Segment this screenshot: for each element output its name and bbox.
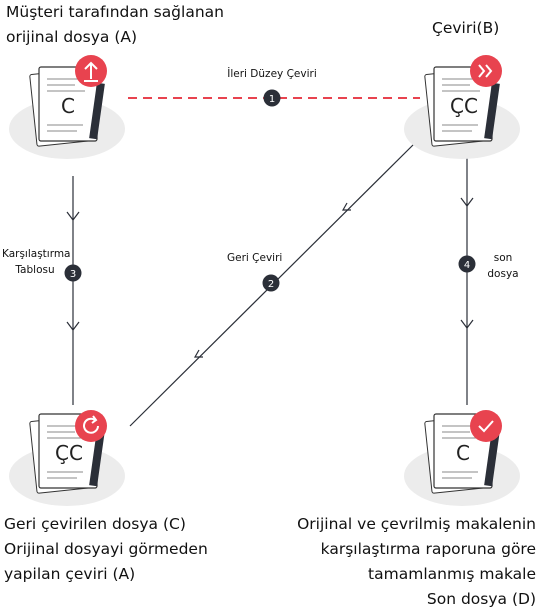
edge-4-label-line-2: dosya: [487, 268, 519, 280]
step-badge-4: 4: [458, 255, 476, 273]
node-b-doc-letter: ÇC: [450, 94, 478, 118]
node-d-title-line-3: tamamlanmış makale: [368, 565, 536, 583]
node-c-title-line-2: Orijinal dosyayi görmeden: [4, 540, 208, 558]
step-number-2: 2: [268, 279, 274, 290]
step-number-3: 3: [70, 269, 76, 280]
node-a-title-line-1: Müşteri tarafından sağlanan: [6, 3, 224, 21]
node-a-title: Müşteri tarafından sağlanan orijinal dos…: [6, 0, 266, 50]
node-c-title: Geri çevirilen dosya (C) Orijinal dosyay…: [4, 512, 274, 587]
edge-3-label-line-2: Tablosu: [15, 264, 55, 276]
step-number-4: 4: [464, 260, 470, 271]
node-c-title-line-3: yapilan çeviri (A): [4, 565, 136, 583]
step-badge-3: 3: [64, 264, 82, 282]
step-number-1: 1: [269, 94, 275, 105]
edge-2-label: Geri Çeviri: [227, 252, 283, 264]
edge-4-final-file: [460, 152, 474, 405]
node-d-doc-letter: C: [456, 441, 470, 465]
node-b-document-icon: ÇC: [403, 55, 521, 160]
node-d-document-icon: C: [403, 410, 521, 507]
node-a-document-icon: C: [8, 55, 126, 160]
node-c-title-line-1: Geri çevirilen dosya (C): [4, 515, 186, 533]
edge-4-label-line-1: son: [493, 252, 513, 264]
node-d-title-line-1: Orijinal ve çevrilmiş makalenin: [297, 515, 536, 533]
node-d-title: Orijinal ve çevrilmiş makalenin karşılaş…: [270, 512, 536, 612]
node-b-title: Çeviri(B): [432, 19, 500, 37]
fast-forward-icon: [470, 55, 502, 87]
node-a-title-line-2: orijinal dosya (A): [6, 28, 138, 46]
edge-1-label: İleri Düzey Çeviri: [227, 68, 317, 80]
check-icon: [470, 410, 502, 442]
edge-4-label: son dosya: [480, 250, 526, 282]
node-d-title-line-2: karşılaştırma raporuna göre: [320, 540, 536, 558]
edge-3-label-line-1: Karşılaştırma: [2, 248, 71, 260]
node-a-doc-letter: C: [61, 94, 75, 118]
node-d-title-line-4: Son dosya (D): [426, 590, 536, 608]
refresh-icon: [75, 410, 107, 442]
node-c-doc-letter: ÇC: [55, 441, 83, 465]
node-c-document-icon: ÇC: [8, 410, 126, 507]
step-badge-1: 1: [263, 89, 281, 107]
step-badge-2: 2: [262, 274, 280, 292]
upload-icon: [75, 55, 107, 87]
edge-3-label: Karşılaştırma Tablosu: [2, 246, 71, 278]
edge-3-comparison: [66, 176, 80, 405]
